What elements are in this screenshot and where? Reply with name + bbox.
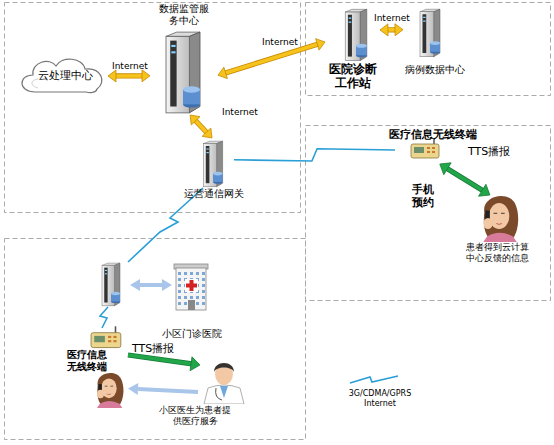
edge-label: TTS播报	[132, 343, 174, 355]
connector	[108, 70, 150, 82]
arrow-shaft	[115, 74, 143, 78]
diagram-node: 患者得到云计算 中心反馈的信息	[450, 195, 545, 265]
arrow-outline	[447, 168, 483, 191]
diagram-node: 云处理中心	[22, 58, 108, 94]
node-label: 病例数据中心	[403, 64, 467, 76]
arrow-outline	[225, 44, 319, 73]
diagram-node: 小区门诊医院	[160, 262, 224, 342]
group-frame	[5, 239, 306, 440]
hospital-building	[186, 284, 197, 288]
hospital-building	[174, 264, 208, 310]
doctor-figure	[204, 363, 244, 404]
diagram-node: 数据监管服 务中心	[150, 3, 218, 115]
node-label: 云处理中心	[22, 69, 108, 82]
arrow-head	[380, 24, 388, 36]
connector	[234, 149, 395, 161]
wireless-link	[100, 188, 203, 328]
arrow-shaft	[447, 168, 483, 191]
edge-label: Internet	[112, 62, 148, 72]
lan-arrow	[140, 283, 162, 287]
edge-label: Internet	[374, 14, 410, 24]
service-arrow	[138, 389, 198, 392]
arrow-head	[108, 70, 116, 82]
arrow-outline	[195, 120, 207, 133]
arrow-head	[162, 279, 172, 291]
group-frame	[5, 3, 551, 440]
connector	[218, 39, 325, 79]
arrow-head	[440, 163, 451, 175]
arrow-head	[190, 357, 200, 371]
arrow-shaft	[128, 355, 192, 364]
cloud-shape	[32, 79, 38, 88]
connector	[440, 163, 490, 196]
diagram-node: 小区医生为患者提 供医疗服务	[140, 365, 250, 430]
arrow-head	[316, 39, 325, 50]
server-icon	[102, 263, 120, 306]
arrow-shaft	[195, 120, 207, 133]
connector	[128, 355, 200, 371]
arrow-head	[142, 70, 150, 82]
legend-symbol	[350, 376, 398, 383]
arrow-outline	[115, 73, 143, 78]
node-label: 患者得到云计算 中心反馈的信息	[450, 242, 545, 264]
hospital-building	[176, 268, 206, 310]
arrow-head	[479, 184, 490, 196]
diagram-node: 医院诊断 工作站	[325, 8, 380, 88]
arrow-head	[190, 115, 200, 125]
arrow-head	[130, 279, 140, 291]
arrow-head	[202, 128, 212, 138]
server-icon	[345, 9, 367, 60]
hospital-building	[185, 279, 198, 292]
wireless-link	[100, 307, 108, 328]
connector	[190, 115, 212, 138]
edge-label: Internet	[222, 108, 258, 118]
node-label: 小区医生为患者提 供医疗服务	[140, 405, 250, 427]
server-icon	[420, 9, 440, 57]
node-label: 医疗信息无线终端	[383, 128, 483, 141]
legend-label: 3G/CDMA/GPRS Internet	[340, 389, 420, 408]
arrow-shaft	[225, 44, 319, 73]
server-icon	[203, 141, 222, 187]
patient-figure	[97, 373, 123, 408]
hospital-building	[188, 300, 195, 310]
annotation-label: 手机 预约	[410, 183, 436, 209]
wireless-terminal-icon	[91, 326, 121, 347]
patient-figure	[483, 196, 518, 242]
group-frame	[306, 3, 551, 96]
group-frame	[5, 3, 301, 213]
server-icon	[166, 32, 200, 113]
arrow-head	[218, 67, 227, 78]
diagram-node: 医疗信息无线终端	[395, 128, 475, 164]
connector	[380, 24, 403, 36]
diagram-node: 医疗信息 无线终端	[62, 325, 128, 375]
arrow-head	[128, 383, 138, 395]
node-label: 小区门诊医院	[160, 328, 224, 340]
node-label: 运营通信网关	[184, 188, 244, 200]
node-label: 医疗信息 无线终端	[62, 349, 112, 373]
group-frame	[306, 126, 551, 301]
wireless-link	[234, 149, 395, 161]
wireless-link	[128, 188, 203, 262]
node-label: 医院诊断 工作站	[325, 62, 380, 91]
node-label: 数据监管服 务中心	[150, 3, 218, 27]
edge-label: TTS播报	[468, 146, 510, 158]
diagram-node: 病例数据中心	[403, 8, 467, 78]
edge-label: Internet	[262, 38, 298, 48]
diagram-node: 运营通信网关	[194, 138, 234, 204]
arrow-head	[395, 24, 403, 36]
arrow-outline	[128, 355, 192, 364]
